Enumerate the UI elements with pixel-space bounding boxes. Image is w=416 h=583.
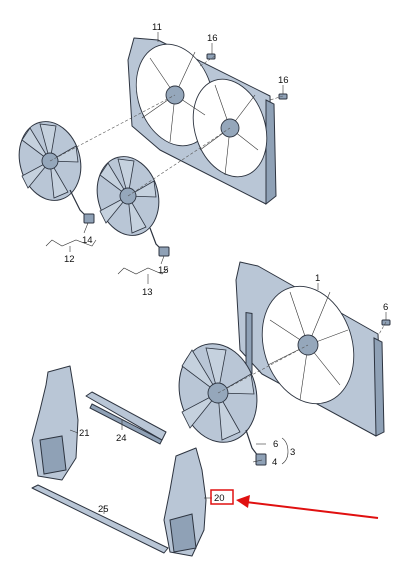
arrow-head-icon: [236, 495, 250, 508]
seal-strip-25[interactable]: [31, 484, 169, 554]
callout-11: 11: [152, 22, 162, 33]
callout-12: 12: [64, 254, 75, 265]
callout-13: 13: [142, 287, 153, 298]
callout-16-right: 16: [278, 75, 289, 86]
callout-15: 15: [158, 265, 169, 276]
air-guide-20[interactable]: [163, 447, 207, 557]
callout-20[interactable]: 20: [214, 493, 225, 504]
highlight-arrow: [245, 501, 379, 519]
screw-16-right[interactable]: [278, 93, 288, 100]
callout-6-screw: 6: [383, 302, 388, 313]
callout-14: 14: [82, 235, 93, 246]
callout-25: 25: [98, 504, 109, 515]
callout-3: 3: [290, 447, 295, 458]
callout-16-top: 16: [207, 33, 218, 44]
callout-4: 4: [272, 457, 277, 468]
highlight-box: [210, 489, 234, 505]
screw-16-top[interactable]: [206, 53, 216, 60]
callout-labels: 11 16 16 14 12 15 13 1 6 6 3 4 21 24 25 …: [64, 22, 388, 515]
fan-motor-13[interactable]: [89, 150, 170, 257]
highlight-marker: [210, 489, 379, 519]
fan-motor-12[interactable]: [11, 115, 95, 224]
seal-strip-24[interactable]: [85, 391, 167, 445]
leader-lines: [45, 32, 387, 514]
callout-21: 21: [79, 428, 90, 439]
callout-1: 1: [315, 273, 320, 284]
callout-6-fan: 6: [273, 439, 278, 450]
air-guide-21[interactable]: [31, 365, 79, 481]
callout-24: 24: [116, 433, 127, 444]
assembly-lines: [49, 55, 387, 394]
fan-shroud-lower[interactable]: [235, 261, 385, 437]
